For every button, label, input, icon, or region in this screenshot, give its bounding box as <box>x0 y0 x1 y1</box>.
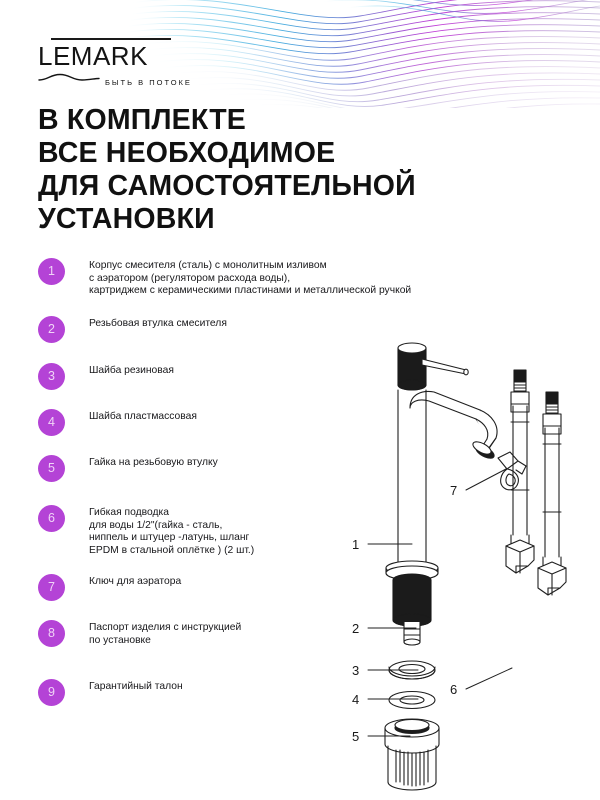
legend-badge-7: 7 <box>38 574 65 601</box>
legend-badge-number-3: 3 <box>48 369 55 384</box>
legend-label-3: Шайба резиновая <box>89 365 174 376</box>
legend-badge-number-8: 8 <box>48 626 55 641</box>
legend-badge-number-4: 4 <box>48 415 55 430</box>
legend-badge-number-7: 7 <box>48 580 55 595</box>
threaded-bushing-part <box>392 573 432 646</box>
callout-label-4: 4 <box>352 692 359 707</box>
flexible-hose-a-part <box>505 369 535 574</box>
legend-badge-number-6: 6 <box>48 511 55 526</box>
callout-leader-lines <box>367 468 513 737</box>
headline-line-3: ДЛЯ САМОСТОЯТЕЛЬНОЙ <box>38 170 416 202</box>
mounting-nut-part <box>384 718 440 791</box>
legend-item-6: 6 Гибкая подводка для воды 1/2"(гайка - … <box>38 505 254 557</box>
legend-item-2: 2 Резьбовая втулка смесителя <box>38 316 227 343</box>
logo-top-rule <box>51 38 171 40</box>
callout-label-3: 3 <box>352 663 359 678</box>
headline-line-2: ВСЕ НЕОБХОДИМОЕ <box>38 137 336 169</box>
flexible-hose-b-part <box>537 391 567 596</box>
aerator-key-part <box>497 451 527 491</box>
callout-label-7: 7 <box>450 483 457 498</box>
legend-item-5: 5 Гайка на резьбовую втулку <box>38 455 218 482</box>
callout-label-6: 6 <box>450 682 457 697</box>
legend-badge-8: 8 <box>38 620 65 647</box>
logo-wave-icon <box>38 70 100 88</box>
legend-item-8: 8 Паспорт изделия с инструкцией по устан… <box>38 620 241 647</box>
headline-line-1: В КОМПЛЕКТЕ <box>38 104 247 136</box>
legend-label-4: Шайба пластмассовая <box>89 411 197 422</box>
legend-label-7: Ключ для аэратора <box>89 576 182 587</box>
handle-cap-part <box>397 342 427 391</box>
legend-label-6: Гибкая подводка для воды 1/2"(гайка - ст… <box>89 507 255 556</box>
faucet-exploded-diagram: 1 2 3 4 5 6 7 <box>330 330 600 800</box>
legend-item-9: 9 Гарантийный талон <box>38 679 183 706</box>
plastic-washer-part <box>388 690 436 710</box>
brand-logo: LEMARK БЫТЬ В ПОТОКЕ <box>38 38 198 88</box>
legend-item-7: 7 Ключ для аэратора <box>38 574 181 601</box>
legend-item-1: 1 Корпус смесителя (сталь) с монолитным … <box>38 258 411 298</box>
legend-badge-4: 4 <box>38 409 65 436</box>
brand-tagline: БЫТЬ В ПОТОКЕ <box>105 78 192 87</box>
legend-label-1: Корпус смесителя (сталь) с монолитным из… <box>89 260 412 297</box>
legend-label-5: Гайка на резьбовую втулку <box>89 457 218 468</box>
legend-badge-5: 5 <box>38 455 65 482</box>
legend-badge-6: 6 <box>38 505 65 532</box>
legend-badge-number-5: 5 <box>48 461 55 476</box>
callout-label-1: 1 <box>352 537 359 552</box>
callout-label-5: 5 <box>352 729 359 744</box>
callout-line-7 <box>465 468 507 491</box>
headline-line-4: УСТАНОВКИ <box>38 203 215 235</box>
legend-badge-3: 3 <box>38 363 65 390</box>
callout-label-2: 2 <box>352 621 359 636</box>
legend-label-8: Паспорт изделия с инструкцией по установ… <box>89 622 242 646</box>
legend-item-3: 3 Шайба резиновая <box>38 363 174 390</box>
legend-badge-number-1: 1 <box>48 264 55 279</box>
legend-label-2: Резьбовая втулка смесителя <box>89 318 227 329</box>
legend-badge-2: 2 <box>38 316 65 343</box>
brand-name: LEMARK <box>38 41 148 71</box>
legend-badge-number-9: 9 <box>48 685 55 700</box>
legend-badge-9: 9 <box>38 679 65 706</box>
legend-item-4: 4 Шайба пластмассовая <box>38 409 197 436</box>
page-title: В КОМПЛЕКТЕ ВСЕ НЕОБХОДИМОЕ ДЛЯ САМОСТОЯ… <box>38 104 508 236</box>
handle-lever-part <box>421 358 469 376</box>
legend-label-9: Гарантийный талон <box>89 681 183 692</box>
legend-badge-number-2: 2 <box>48 322 55 337</box>
callout-line-6 <box>465 667 513 690</box>
spout-part <box>409 390 498 459</box>
legend-badge-1: 1 <box>38 258 65 285</box>
